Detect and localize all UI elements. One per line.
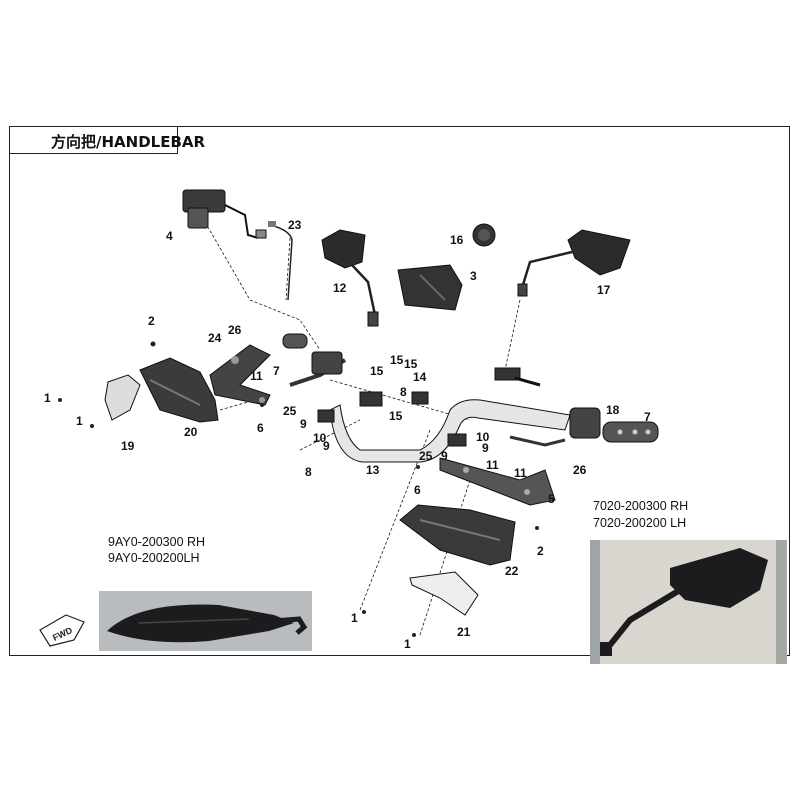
callout-14: 14: [413, 370, 427, 384]
right-mirror-photo-image: [590, 540, 787, 664]
left-mirror-photo-image: [99, 591, 312, 651]
fwd-arrow: FWD: [39, 614, 85, 647]
callout-6: 6: [257, 421, 264, 435]
callout-8: 8: [305, 465, 312, 479]
right-handguard-part: [399, 504, 516, 616]
callout-20: 20: [184, 425, 198, 439]
callout-9: 9: [300, 417, 307, 431]
callout-15: 15: [390, 353, 404, 367]
callout-11: 11: [486, 458, 499, 472]
callout-1: 1: [76, 414, 83, 428]
callout-25: 25: [419, 449, 433, 463]
callout-6: 6: [414, 483, 421, 497]
callout-1: 1: [44, 391, 51, 405]
cable-part: [268, 221, 293, 301]
left-bracket-part: [209, 344, 271, 406]
callout-16: 16: [450, 233, 464, 247]
callout-17: 17: [597, 283, 611, 297]
callout-25: 25: [283, 404, 297, 418]
callout-13: 13: [366, 463, 380, 477]
callout-24: 24: [208, 331, 222, 345]
callout-21: 21: [457, 625, 471, 639]
leader-dashes: [204, 221, 521, 636]
part-number-left-lh: 9AY0-200200LH: [108, 551, 200, 565]
cover-part: [397, 264, 463, 311]
left-handguard-part: [104, 357, 219, 423]
callout-11: 11: [250, 369, 263, 383]
right-grip-part: [509, 407, 659, 447]
callout-9: 9: [323, 439, 330, 453]
callout-10: 10: [476, 430, 490, 444]
part-number-right-lh: 7020-200200 LH: [593, 516, 687, 530]
left-mirror-photo: [99, 591, 312, 651]
right-bracket-part: [439, 457, 556, 506]
callout-15: 15: [389, 409, 403, 423]
cap-part: [472, 223, 496, 247]
callout-3: 3: [470, 269, 477, 283]
callout-10: 10: [313, 431, 327, 445]
callout-19: 19: [121, 439, 135, 453]
diagram-title: 方向把/HANDLEBAR: [9, 126, 205, 154]
part-number-right-rh: 7020-200300 RH: [593, 499, 689, 513]
callout-23: 23: [288, 218, 302, 232]
callout-15: 15: [370, 364, 384, 378]
callout-11: 11: [514, 466, 527, 480]
callout-5: 5: [548, 492, 555, 506]
bolts: [58, 341, 539, 637]
callout-7: 7: [644, 410, 651, 424]
callout-8: 8: [400, 385, 407, 399]
callout-15: 15: [404, 357, 418, 371]
callout-9: 9: [482, 441, 489, 455]
handlebar-part: [329, 399, 571, 463]
callout-1: 1: [404, 637, 411, 651]
part-number-left-rh: 9AY0-200300 RH: [108, 535, 206, 549]
diagram-frame: [9, 126, 790, 656]
callout-22: 22: [505, 564, 519, 578]
callout-26: 26: [573, 463, 587, 477]
left-grip-part: [282, 333, 347, 387]
left-mirror-part: [321, 229, 379, 327]
callout-9: 9: [441, 449, 448, 463]
callout-2: 2: [148, 314, 155, 328]
callout-18: 18: [606, 403, 620, 417]
callout-1: 1: [351, 611, 358, 625]
callout-26: 26: [228, 323, 242, 337]
right-mirror-part: [517, 229, 631, 297]
callout-2: 2: [537, 544, 544, 558]
callout-4: 4: [166, 229, 173, 243]
right-mirror-photo: [590, 540, 787, 664]
callout-7: 7: [273, 364, 280, 378]
callout-12: 12: [333, 281, 347, 295]
switch-blocks-part: [317, 367, 541, 447]
master-cylinder-part: [182, 189, 267, 239]
